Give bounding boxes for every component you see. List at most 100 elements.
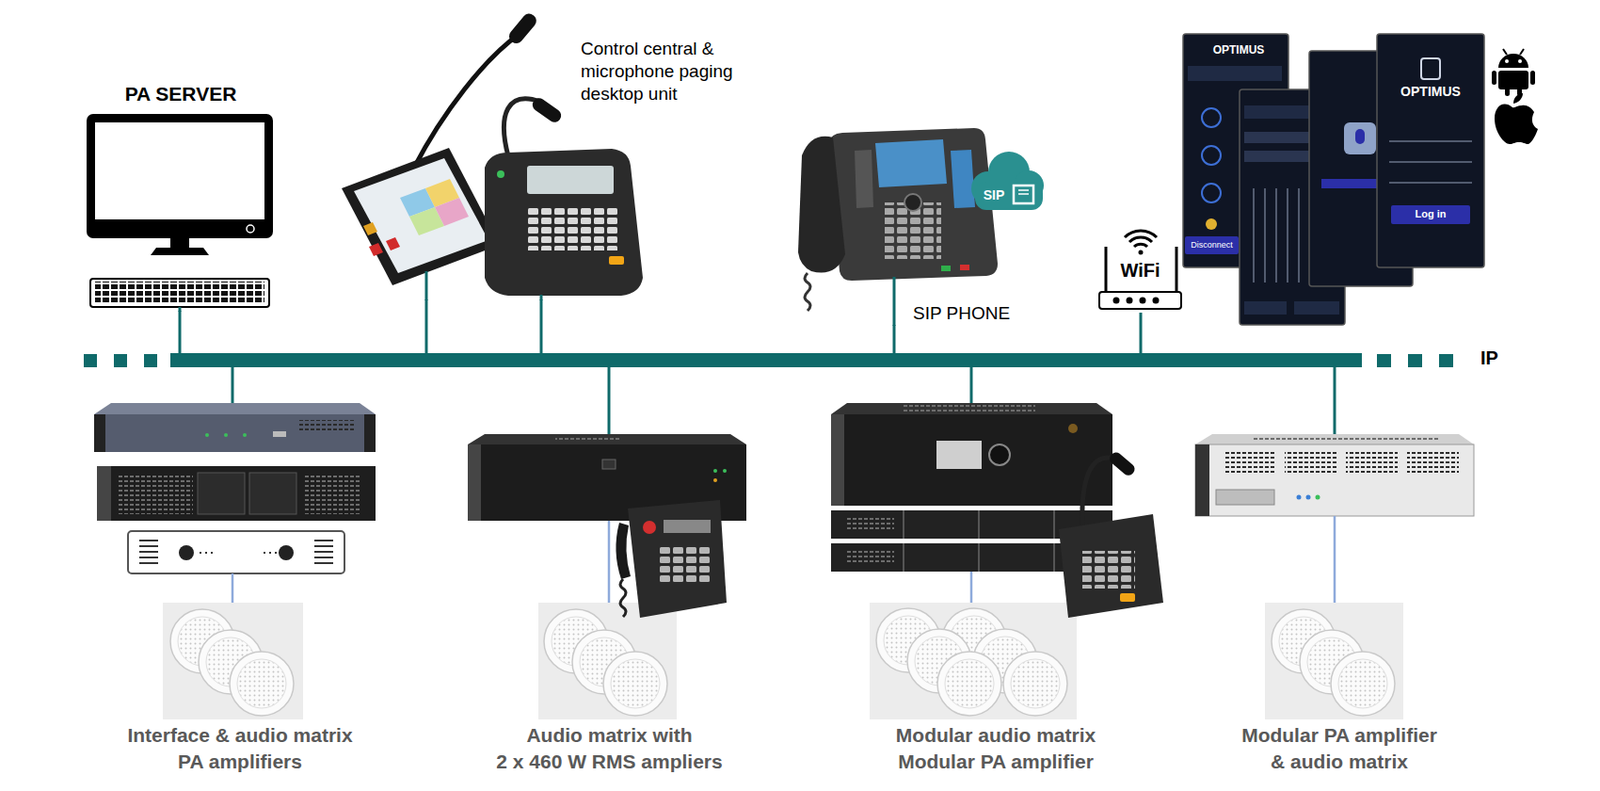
interface-matrix-rack [178, 544, 194, 560]
audio-matrix-rack [467, 433, 747, 445]
audio-matrix-rack [467, 433, 747, 720]
modular-matrix-rack [1068, 423, 1078, 433]
touch-panel [385, 237, 400, 251]
touch-panel [341, 147, 500, 286]
wifi-router-icon [1126, 297, 1134, 304]
mobile-app-screens [1201, 145, 1221, 165]
apple-icon [1513, 93, 1523, 104]
modular-matrix-rack [903, 510, 1055, 572]
modular-amplifier-rack [1330, 651, 1395, 716]
touch-panel [414, 33, 520, 168]
network-link [178, 310, 182, 353]
wifi-router-icon [1139, 297, 1147, 304]
group-caption: Modular audio matrix Modular PA amplifie… [826, 721, 1166, 775]
audio-matrix-rack [722, 468, 727, 473]
equipment-group: Modular PA amplifier & audio matrix [1193, 433, 1486, 775]
paging-desk-unit [527, 165, 614, 194]
android-icon [1498, 70, 1529, 90]
audio-matrix-rack [608, 520, 611, 603]
android-icon [1520, 48, 1524, 55]
interface-matrix-rack [197, 472, 245, 514]
modular-matrix-rack [869, 602, 1077, 720]
audio-matrix-rack [555, 435, 622, 443]
modular-matrix-rack [1082, 550, 1136, 589]
network-link [1139, 312, 1143, 353]
ip-bus-dashes [113, 353, 128, 368]
paging-desk-unit [484, 96, 643, 301]
wifi-router-icon [1175, 246, 1179, 293]
modular-amplifier-rack [1195, 444, 1474, 516]
interface-matrix-rack [249, 472, 297, 514]
sip-phone-icon [875, 139, 947, 188]
wifi-router-icon [1099, 291, 1182, 309]
audio-matrix-rack [713, 468, 718, 473]
wifi-router-icon [1134, 243, 1148, 247]
paging-desk-unit [484, 148, 643, 296]
wifi-router-icon [1152, 297, 1160, 304]
group-caption: Audio matrix with 2 x 460 W RMS ampliers [465, 721, 753, 775]
text-line: 2 x 460 W RMS ampliers [465, 748, 753, 775]
modular-matrix-rack [831, 414, 1113, 506]
interface-matrix-rack [314, 540, 334, 563]
wifi-router-icon [1124, 230, 1157, 238]
mobile-app-screens [1205, 218, 1217, 230]
node-heading: PA SERVER [86, 82, 275, 106]
modular-matrix-rack [970, 571, 974, 603]
audio-matrix-rack [658, 545, 712, 584]
apple-icon [1494, 103, 1538, 144]
interface-matrix-rack [229, 651, 294, 716]
audio-matrix-rack [603, 651, 668, 716]
touch-panel [425, 271, 429, 301]
text-line: & audio matrix [1193, 748, 1486, 775]
mobile-app-screens [1294, 301, 1340, 315]
interface-matrix-rack [162, 602, 304, 720]
sip-phone-icon [854, 149, 874, 208]
audio-matrix-rack [627, 499, 727, 618]
sip-phone-icon [804, 272, 811, 311]
interface-matrix-rack [272, 431, 287, 437]
app-button: Log in [1391, 208, 1471, 220]
interface-matrix-rack [242, 432, 247, 437]
android-icon [1530, 70, 1536, 85]
sip-phone-icon [904, 193, 922, 211]
audio-matrix-rack [615, 522, 631, 579]
interface-matrix-rack [303, 472, 360, 514]
modular-amplifier-rack [1345, 451, 1398, 473]
paging-desk-unit [496, 170, 505, 178]
audio-matrix-rack [467, 444, 481, 521]
modular-amplifier-rack [1306, 495, 1312, 500]
wifi-router-icon [1138, 250, 1144, 256]
modular-matrix-rack [1058, 513, 1164, 618]
group-caption: Modular PA amplifier & audio matrix [1193, 721, 1486, 775]
interface-matrix-rack [299, 419, 356, 433]
network-link [893, 324, 896, 353]
paging-desk-unit [527, 205, 620, 251]
equipment-group: Modular audio matrix Modular PA amplifie… [826, 402, 1166, 775]
mobile-app-screens [1389, 181, 1472, 184]
modular-amplifier-rack [1251, 435, 1440, 443]
text-line: Modular PA amplifier [826, 748, 1166, 775]
keyboard-icon [95, 281, 265, 304]
modular-matrix-rack [1082, 457, 1119, 528]
modular-amplifier-rack [1216, 489, 1275, 505]
sip-phone-icon [893, 276, 896, 326]
wifi-router-icon [1129, 237, 1152, 242]
modular-amplifier-rack [1195, 433, 1474, 445]
text-line: desktop unit [580, 82, 734, 106]
sip-phone-icon [950, 149, 976, 208]
modular-matrix-rack [831, 402, 1113, 415]
wifi-router-icon [1104, 246, 1108, 293]
wifi-router-icon [1113, 297, 1120, 304]
interface-matrix-rack [199, 551, 277, 554]
modular-amplifier-rack [1264, 602, 1404, 720]
modular-amplifier-rack [1333, 515, 1337, 603]
sip-phone-icon [798, 128, 998, 326]
ip-network-bus: IP [170, 352, 1362, 368]
equipment-group: Interface & audio matrix PA amplifiers [89, 402, 391, 775]
sip-cloud-icon [971, 151, 1044, 210]
interface-matrix-rack [94, 402, 376, 720]
router-label: WiFi [1096, 259, 1184, 282]
modular-matrix-rack [989, 444, 1010, 465]
